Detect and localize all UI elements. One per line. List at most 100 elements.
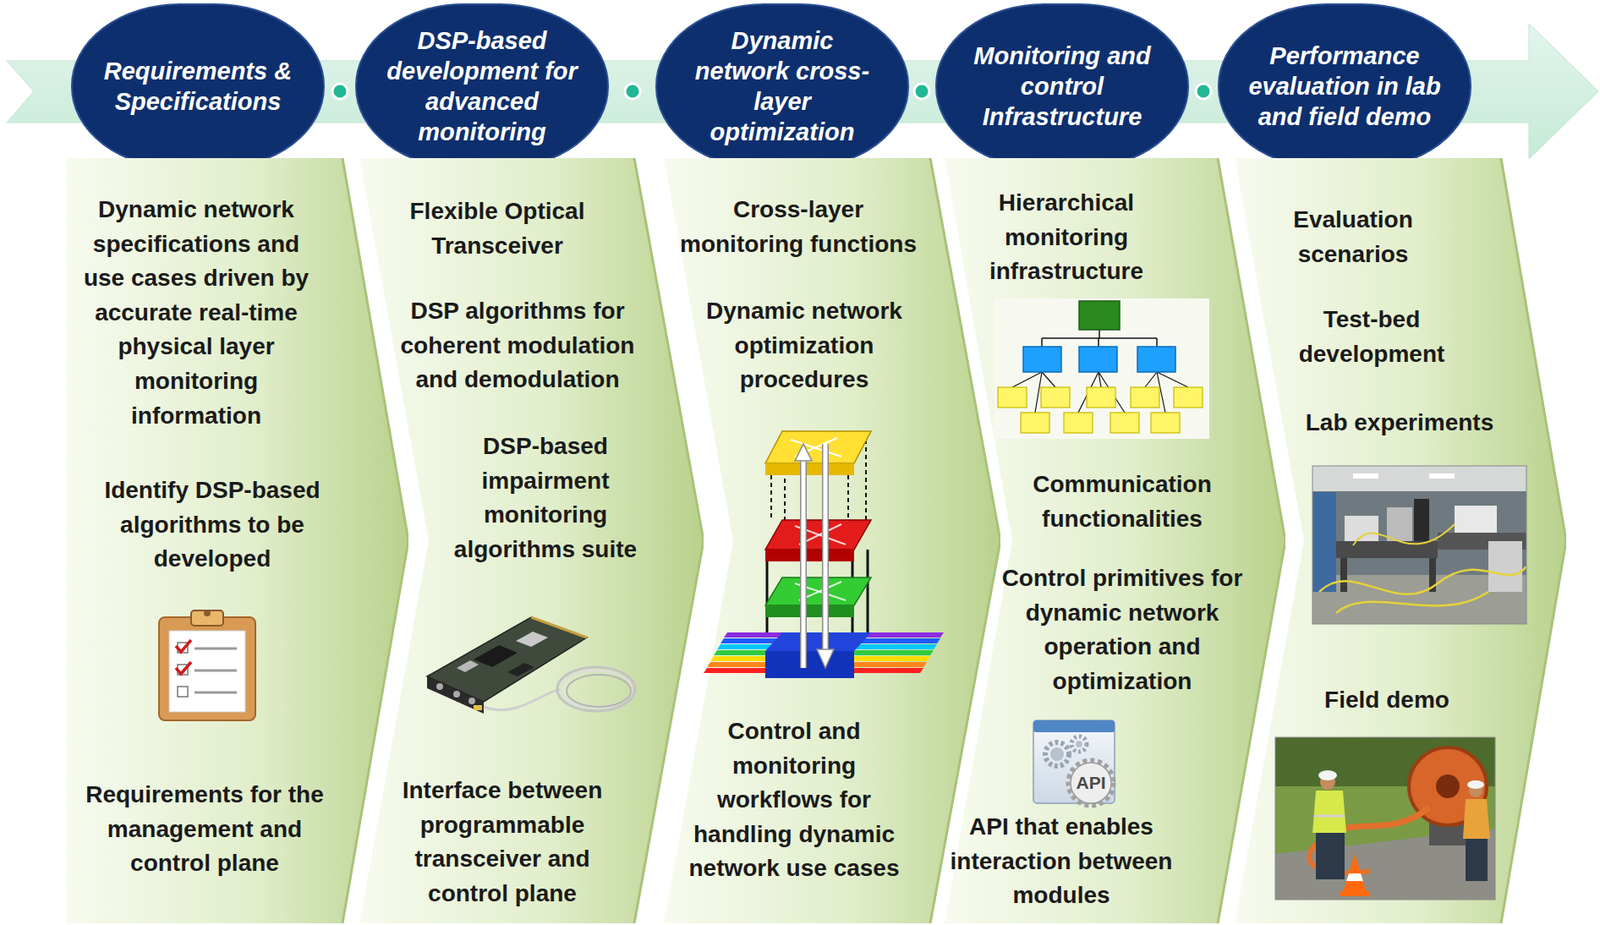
layer-stack bbox=[823, 443, 828, 653]
layer-stack bbox=[765, 549, 855, 562]
stage-header: Dynamic network cross-layer optimization bbox=[655, 3, 910, 170]
transceiver-board bbox=[515, 631, 548, 647]
stage-title: Dynamic network cross-layer optimization bbox=[680, 25, 884, 148]
lab-photo bbox=[1429, 473, 1455, 479]
layer-stack bbox=[866, 549, 870, 633]
hierarchy-tree bbox=[1041, 387, 1070, 408]
lab-photo bbox=[1353, 524, 1455, 546]
lab-photo bbox=[1312, 465, 1527, 625]
clipboard-icon bbox=[158, 617, 256, 721]
hierarchy-tree bbox=[1150, 412, 1180, 433]
clipboard-icon bbox=[175, 662, 192, 674]
field-photo bbox=[1275, 737, 1496, 900]
task-item: DSP algorithms for coherent modulation a… bbox=[386, 294, 649, 398]
task-item: Control primitives for dynamic network o… bbox=[999, 561, 1245, 699]
field-photo bbox=[1275, 737, 1496, 900]
clipboard-icon bbox=[191, 610, 224, 626]
transceiver-board bbox=[427, 676, 484, 714]
lab-photo bbox=[1312, 465, 1527, 625]
hierarchy-tree bbox=[1020, 412, 1050, 433]
api-icon bbox=[1071, 736, 1087, 752]
layer-stack bbox=[765, 520, 872, 550]
field-photo bbox=[1435, 774, 1460, 799]
field-photo bbox=[1342, 854, 1367, 893]
lab-photo bbox=[1340, 558, 1348, 592]
transceiver-board bbox=[456, 660, 479, 673]
task-item: Evaluation scenarios bbox=[1260, 202, 1447, 272]
hierarchy-tree bbox=[1063, 412, 1093, 433]
timeline-dot bbox=[332, 83, 348, 99]
stage-header: DSP-based development for advanced monit… bbox=[355, 3, 609, 170]
layer-stack bbox=[847, 475, 850, 521]
header-oval bbox=[656, 4, 909, 169]
hierarchy-tree bbox=[1041, 338, 1043, 347]
api-icon bbox=[1075, 740, 1083, 748]
hierarchy-tree bbox=[1137, 346, 1176, 373]
transceiver-board bbox=[427, 617, 636, 714]
layer-stack bbox=[765, 577, 872, 606]
api-icon bbox=[1033, 720, 1115, 806]
stage-title: Monitoring and control Infrastructure bbox=[960, 40, 1164, 133]
field-photo bbox=[1346, 873, 1364, 882]
api-icon bbox=[1033, 720, 1115, 733]
layer-stack bbox=[770, 475, 773, 521]
transceiver-board bbox=[453, 690, 461, 698]
lab-photo bbox=[1413, 498, 1430, 542]
api-icon bbox=[1045, 742, 1069, 767]
hierarchy-tree bbox=[994, 298, 1210, 439]
hierarchy-tree bbox=[1041, 372, 1056, 388]
task-item: Requirements for the management and cont… bbox=[69, 778, 340, 882]
layer-stack bbox=[801, 456, 806, 669]
chevron-shape bbox=[359, 158, 704, 924]
task-item: Control and monitoring workflows for han… bbox=[684, 714, 905, 887]
lab-photo bbox=[1312, 492, 1337, 592]
stage-panel: Flexible Optical TransceiverDSP algorith… bbox=[359, 158, 704, 924]
task-item: Communication functionalities bbox=[1012, 467, 1233, 537]
task-item: Cross-layer monitoring functions bbox=[671, 192, 926, 262]
hierarchy-tree bbox=[1156, 372, 1189, 388]
lab-photo bbox=[1353, 473, 1379, 479]
field-photo bbox=[1318, 770, 1337, 781]
clipboard-icon bbox=[194, 691, 237, 695]
header-oval bbox=[71, 4, 324, 169]
lab-photo bbox=[1312, 465, 1527, 625]
task-item: API that enables interaction between mod… bbox=[938, 810, 1184, 914]
header-oval bbox=[71, 3, 325, 170]
task-item: Field demo bbox=[1293, 683, 1480, 718]
task-item: Lab experiments bbox=[1298, 405, 1502, 441]
transceiver-board bbox=[473, 645, 518, 668]
header-oval bbox=[936, 4, 1189, 169]
hierarchy-tree bbox=[994, 298, 1210, 439]
clipboard-icon bbox=[158, 609, 256, 721]
chevron-shape bbox=[663, 158, 1001, 924]
stage-header: Performance evaluation in lab and field … bbox=[1217, 3, 1472, 170]
transceiver-board bbox=[566, 674, 631, 707]
hierarchy-tree bbox=[1079, 301, 1120, 330]
transceiver-board bbox=[468, 697, 476, 705]
lab-photo bbox=[1312, 465, 1527, 625]
task-item: Dynamic network specifications and use c… bbox=[69, 192, 324, 433]
transceiver-board bbox=[507, 663, 535, 677]
icon-label: API bbox=[1065, 772, 1117, 794]
task-item: DSP-based impairment monitoring algorith… bbox=[439, 429, 652, 567]
field-photo bbox=[1315, 832, 1345, 880]
layer-stack bbox=[821, 443, 829, 653]
lab-photo bbox=[1386, 507, 1413, 542]
layer-stack bbox=[765, 651, 855, 679]
task-item: Test-bed development bbox=[1278, 302, 1465, 372]
hierarchy-tree bbox=[1145, 372, 1157, 388]
layer-stack bbox=[794, 443, 812, 461]
clipboard-icon bbox=[194, 647, 237, 651]
lab-photo bbox=[1454, 505, 1497, 533]
timeline-dot bbox=[914, 83, 930, 99]
transceiver-board bbox=[436, 683, 444, 691]
clipboard-icon bbox=[194, 669, 237, 673]
transceiver-board bbox=[557, 667, 636, 712]
lab-photo bbox=[1336, 591, 1489, 614]
chevron-shape bbox=[65, 158, 409, 924]
field-photo bbox=[1275, 737, 1496, 900]
field-photo bbox=[1275, 737, 1496, 900]
hierarchy-tree bbox=[1079, 346, 1118, 373]
stage-title: DSP-based development for advanced monit… bbox=[380, 25, 584, 148]
clipboard-icon bbox=[175, 640, 192, 653]
